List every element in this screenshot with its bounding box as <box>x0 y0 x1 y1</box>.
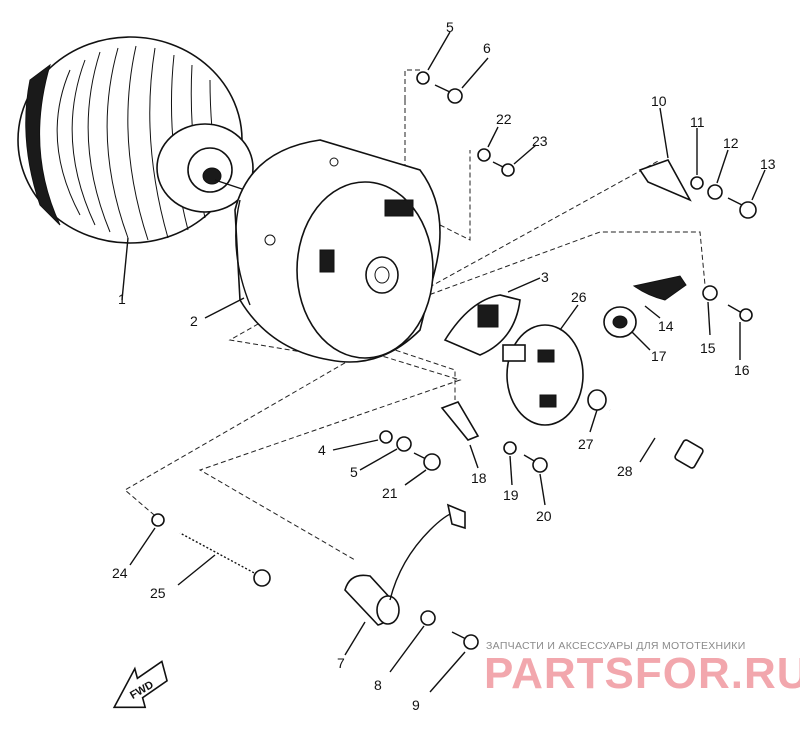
washer-part-8 <box>420 610 436 626</box>
label-part-10: 10 <box>651 93 667 109</box>
contact-breaker-part-3 <box>443 277 541 356</box>
condenser-part-7 <box>344 503 466 656</box>
label-part-19: 19 <box>503 487 519 503</box>
label-part-20: 20 <box>536 508 552 524</box>
washer-part-5-top <box>416 71 430 85</box>
label-part-16: 16 <box>734 362 750 378</box>
label-part-12: 12 <box>723 135 739 151</box>
label-part-17: 17 <box>651 348 667 364</box>
label-part-2: 2 <box>190 313 198 329</box>
roller-part-17 <box>603 306 651 351</box>
label-part-24: 24 <box>112 565 128 581</box>
screw-part-16 <box>727 304 753 360</box>
washer-part-19 <box>503 441 517 455</box>
long-bolt-part-28 <box>609 408 704 469</box>
watermark-logo: PARTSFOR.RU <box>484 649 800 698</box>
screw-part-6 <box>434 57 489 104</box>
rotor-part-1 <box>17 36 254 301</box>
label-part-6: 6 <box>483 40 491 56</box>
terminal-part-14 <box>632 275 687 319</box>
bracket-part-18 <box>440 401 480 469</box>
label-part-21: 21 <box>382 485 398 501</box>
washer-part-27 <box>587 389 607 411</box>
label-part-26: 26 <box>571 289 587 305</box>
washer-part-12 <box>707 184 723 200</box>
washer-part-22 <box>477 148 491 162</box>
label-part-27: 27 <box>578 436 594 452</box>
label-part-28: 28 <box>617 463 633 479</box>
watermark-tagline: ЗАПЧАСТИ И АКСЕССУАРЫ ДЛЯ МОТОТЕХНИКИ <box>486 640 746 652</box>
label-part-15: 15 <box>700 340 716 356</box>
part-number-labels: 1 2 3 4 5 5 6 7 8 9 10 11 12 13 14 15 16… <box>112 19 776 713</box>
label-part-25: 25 <box>150 585 166 601</box>
label-part-13: 13 <box>760 156 776 172</box>
washer-part-4 <box>379 430 393 444</box>
label-part-11: 11 <box>690 114 705 130</box>
washer-part-11 <box>690 176 704 190</box>
label-part-5-bottom: 5 <box>350 464 358 480</box>
washer-part-5-bottom <box>396 436 412 452</box>
label-part-9: 9 <box>412 697 420 713</box>
label-part-4: 4 <box>318 442 326 458</box>
fwd-direction-arrow: FWD <box>112 660 168 709</box>
label-part-5-top: 5 <box>446 19 454 35</box>
label-part-18: 18 <box>471 470 487 486</box>
washer-part-24 <box>151 513 165 527</box>
label-part-8: 8 <box>374 677 382 693</box>
bracket-part-10 <box>638 107 692 202</box>
label-part-1: 1 <box>118 291 126 307</box>
screw-part-9 <box>429 631 479 693</box>
screw-part-20 <box>523 454 548 506</box>
label-part-14: 14 <box>658 318 674 334</box>
screw-part-23 <box>492 144 537 177</box>
label-part-22: 22 <box>496 111 512 127</box>
advancer-plate-part-26 <box>502 304 584 426</box>
screw-part-13 <box>727 169 766 219</box>
stator-housing-part-2 <box>204 139 441 363</box>
label-part-7: 7 <box>337 655 345 671</box>
label-part-23: 23 <box>532 133 548 149</box>
washer-part-15 <box>702 285 718 301</box>
bolt-part-25 <box>177 531 271 587</box>
screw-part-21 <box>404 452 441 486</box>
label-part-3: 3 <box>541 269 549 285</box>
